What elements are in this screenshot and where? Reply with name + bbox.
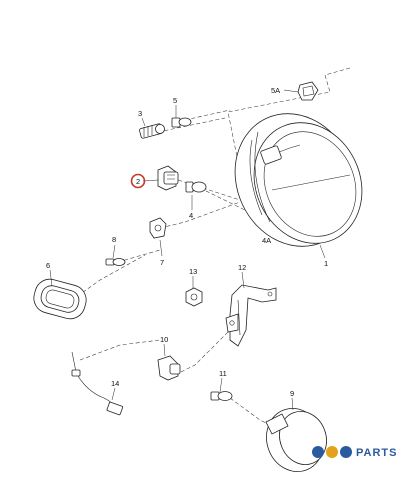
logo-dot-middle: [326, 446, 338, 458]
callout-4a: 4A: [262, 236, 271, 245]
callout-7: 7: [160, 258, 164, 267]
bulb-5-part: [171, 105, 192, 128]
logo-dot-right: [340, 446, 352, 458]
bulb-holder-3-part: [139, 117, 165, 139]
callout-13: 13: [189, 267, 197, 276]
highlight-ring: [130, 173, 146, 189]
mounting-bracket-part: [225, 271, 277, 347]
bulb-8-part: [105, 244, 126, 266]
adjuster-screw-part: [283, 81, 319, 101]
bulb-4-part: [185, 181, 207, 210]
socket-7-part: [149, 217, 167, 257]
wiring-harness-part: [71, 351, 124, 416]
callout-9: 9: [290, 389, 294, 398]
callout-11: 11: [219, 369, 227, 378]
callout-12: 12: [238, 263, 246, 272]
logo-dot-left: [312, 446, 324, 458]
fog-lamp-part: [265, 397, 327, 472]
watermark-logo: PARTS: [312, 446, 397, 459]
callout-4: 4: [189, 211, 193, 220]
callout-3: 3: [138, 109, 142, 118]
side-marker-lamp-part: [33, 269, 87, 320]
callout-6: 6: [46, 261, 50, 270]
socket-2-part: [142, 165, 179, 191]
callout-1: 1: [324, 259, 328, 268]
nut-part: [185, 276, 203, 307]
callout-5a: 5A: [271, 86, 280, 95]
socket-10-part: [157, 343, 181, 381]
callout-labels: 1 2 3 4 4A 5 5A 6 7 8 9 10 11 12 13 14: [46, 86, 328, 398]
callout-2: 2: [136, 177, 140, 186]
headlamp-assembly: [234, 113, 363, 259]
callout-14: 14: [111, 379, 119, 388]
callout-5: 5: [173, 96, 177, 105]
bulb-11-part: [210, 377, 233, 401]
callout-8: 8: [112, 235, 116, 244]
callout-10: 10: [160, 335, 168, 344]
watermark-text: PARTS: [356, 447, 397, 459]
